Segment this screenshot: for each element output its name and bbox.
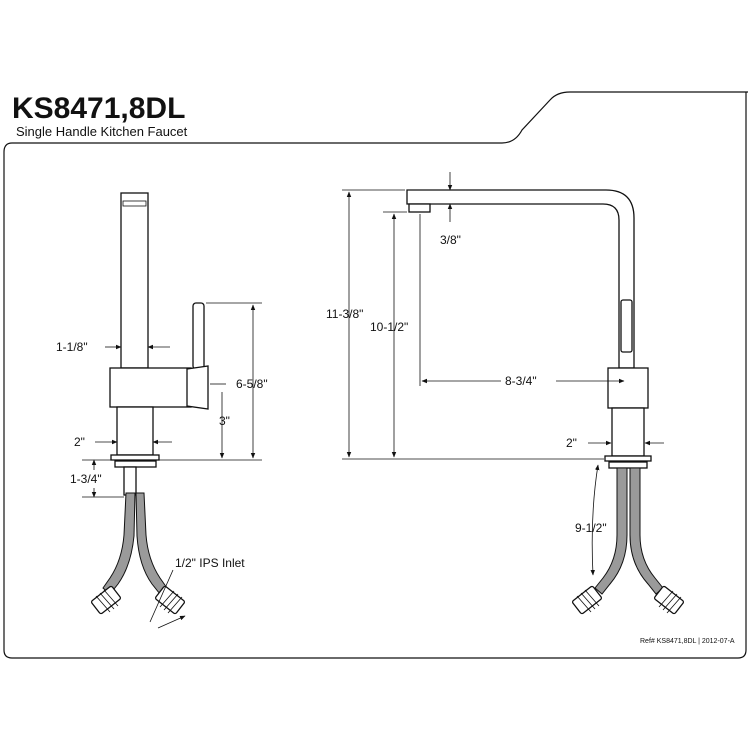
front-fitting-thread [658,590,674,608]
side-shank [123,466,137,496]
side-inlet-leader [149,569,174,623]
side-dim-width: 1-1/8" [56,340,88,354]
side-mounting-plate [114,460,157,468]
side-fitting-thread [103,589,119,607]
front-hose-right [629,467,664,595]
side-fitting-thread [99,592,115,610]
front-hose-length-line [590,464,600,576]
model-number: KS8471,8DL [12,92,185,125]
side-base-flange [110,454,160,461]
front-fitting-thread [584,589,600,607]
front-fitting-thread [662,593,678,611]
side-hose-left [102,492,136,595]
side-dim-base-diameter: 2" [74,435,85,449]
front-dim-total-height: 11-3/8" [326,307,363,321]
front-faucet-body [607,367,649,409]
front-dim-aerator: 3/8" [440,233,461,247]
side-aerator-slot [122,200,147,207]
side-dim-shank-length: 1-3/4" [70,472,102,486]
front-spout [406,189,635,369]
front-inlet-fitting-right [653,585,685,615]
front-aerator [408,203,431,213]
folder-outline [3,91,748,659]
side-faucet-body [109,367,192,408]
front-mounting-plate [608,461,648,469]
front-dim-hose-length: 9-1/2" [575,521,607,535]
front-view: 11-3/8" 10-1/2" 3/8" 8-3/4" 2" 9-1/2" [326,172,685,615]
side-dim-inlet: 1/2" IPS Inlet [175,556,245,570]
side-handle-lever [192,302,205,370]
side-base [116,406,154,456]
front-base-flange [604,455,652,462]
side-fitting-thread [167,596,183,614]
product-description: Single Handle Kitchen Faucet [16,124,188,139]
side-view: 1-1/8" 6-5/8" 3" 2" 1-3/4" 1/2" IPS Inle… [56,192,268,629]
front-base [611,407,645,457]
front-fitting-thread [580,592,596,610]
side-dim-handle-height: 6-5/8" [236,377,268,391]
side-spout-column [120,192,149,369]
side-handle-hub [186,365,209,410]
side-dim-base-height: 3" [219,414,230,428]
side-fitting-thread [163,593,179,611]
drawing-reference: Ref# KS8471,8DL | 2012-07-A [640,638,735,645]
front-dim-base-diameter: 2" [566,436,577,450]
side-fitting-thread [159,590,175,608]
front-hose-left [594,467,628,595]
side-fitting-thread [95,595,111,613]
front-fitting-thread [666,596,682,614]
front-fitting-thread [576,595,592,613]
front-dim-reach: 8-3/4" [505,374,537,388]
side-hose-right [135,492,168,595]
front-handle-lever [620,299,633,353]
side-inlet-arrow [157,615,186,629]
front-dim-spout-height: 10-1/2" [370,320,408,334]
